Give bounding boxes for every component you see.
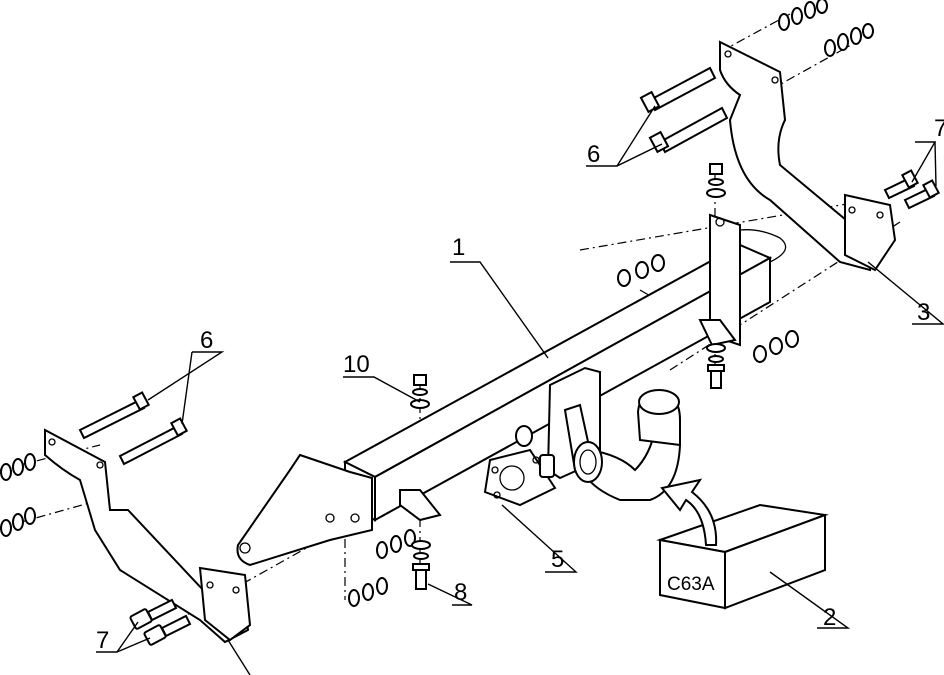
- washer-stack-mid: [617, 254, 665, 287]
- bolt-left-lower: [118, 417, 189, 466]
- part-label-10: 10: [343, 351, 370, 378]
- bolt-bottom-left-1: [129, 598, 178, 630]
- bolt-vertical-8: [412, 563, 430, 590]
- part-label-7-bottom: 7: [96, 627, 109, 654]
- washer-stack-vertical-right-bottom: [706, 343, 726, 363]
- bolts: [78, 66, 941, 646]
- washer-stack-left-1: [0, 453, 36, 481]
- bolt-left-upper: [78, 391, 151, 440]
- washer-stack-vertical-8: [411, 540, 431, 560]
- part-label-6-top: 6: [587, 141, 600, 168]
- part-label-5: 5: [551, 546, 564, 573]
- part-label-3: 3: [917, 299, 930, 326]
- tow-ball-assembly: [483, 366, 682, 507]
- bolt-right-short-2: [903, 179, 941, 210]
- mounting-arrow: [660, 478, 718, 546]
- part-label-6-left: 6: [200, 327, 213, 354]
- washer-stack-vertical-10: [410, 374, 430, 409]
- part-label-1: 1: [452, 234, 465, 261]
- left-side-arm: [44, 428, 252, 644]
- washer-stack-top-right-2: [824, 23, 874, 57]
- part-label-8: 8: [454, 579, 467, 606]
- washer-stack-left-2: [0, 507, 36, 537]
- bolt-top-upper: [639, 66, 717, 114]
- washer-stack-right-lower: [753, 330, 799, 363]
- right-side-arm: [719, 40, 897, 272]
- bolt-vertical-right: [707, 364, 725, 389]
- part-number-labels: 1 2 3 5 6 6 7 7 8 10: [96, 115, 944, 654]
- washer-stack-bottom-1: [376, 529, 416, 559]
- washer-stack-top-right-1: [778, 0, 828, 31]
- washer-stack-vertical-right-top: [706, 163, 726, 198]
- bolt-right-short-1: [883, 169, 920, 200]
- nuts-and-washers: [0, 0, 874, 607]
- box-code-label: C63A: [667, 574, 715, 595]
- washer-stack-bottom-2: [348, 577, 388, 607]
- electrical-kit-box: C63A: [656, 503, 829, 610]
- bolt-top-lower: [648, 106, 729, 154]
- leader-lines: [96, 105, 944, 675]
- part-label-2: 2: [823, 604, 836, 631]
- part-label-7-top: 7: [934, 115, 944, 142]
